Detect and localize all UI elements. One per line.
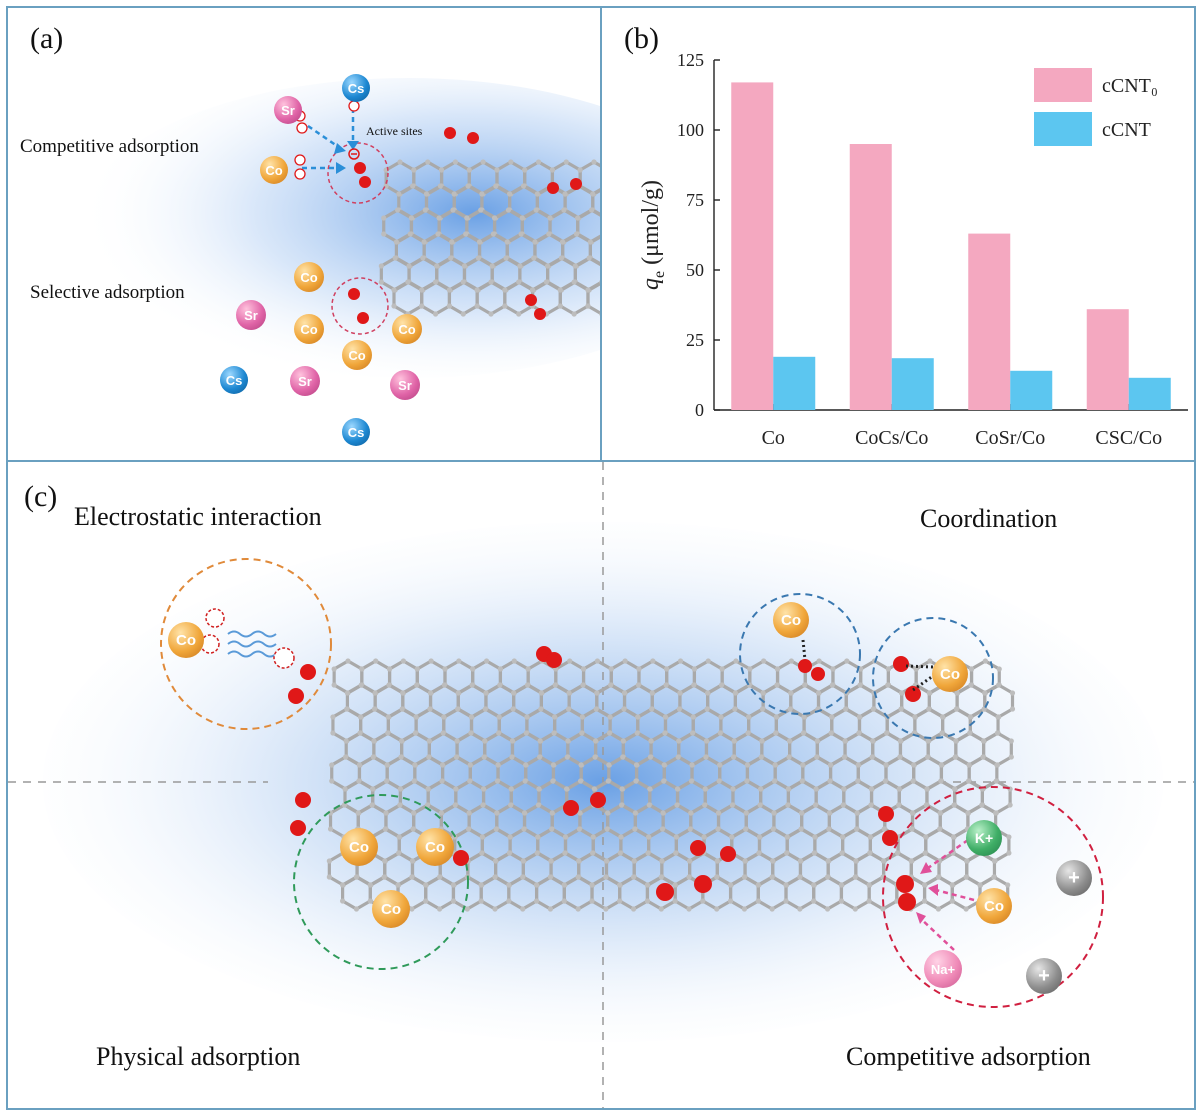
x-tick-label: CoCs/Co (855, 427, 928, 449)
y-tick-label: 25 (686, 330, 704, 350)
panel-a-graphics (78, 78, 600, 378)
x-tick-label: CSC/Co (1095, 427, 1162, 449)
y-tick-label: 75 (686, 190, 704, 210)
ion-co: Co (168, 622, 204, 658)
active-sites-label: Active sites (366, 124, 423, 138)
bar-ccnt (1010, 370, 1053, 410)
bar-ccnt (773, 356, 816, 410)
ion-sr: Sr (236, 300, 266, 330)
panel-c-label: (c) (24, 480, 58, 513)
bar-chart: 0 25 50 75 100 125 qe (μmol/g) Co CoCs/Co CoSr/Co… (638, 50, 1188, 449)
bar-ccnt (1128, 377, 1171, 410)
glow (78, 78, 600, 378)
ion-sr: Sr (274, 96, 302, 124)
coordination-bonds (801, 639, 934, 692)
interaction-waves (227, 630, 277, 658)
panel-b: (b) 0 25 50 75 100 125 qe (μmol/g) Co CoCs/Co CoS… (600, 6, 1196, 462)
panel-c: (c) Electrostatic interaction Coordinati… (6, 460, 1196, 1110)
bar-ccnt0 (968, 233, 1011, 410)
panel-a: (a) Competitive adsorption Selective ads… (6, 6, 602, 462)
legend-swatch (1034, 112, 1092, 146)
competitive-adsorption-circle (882, 786, 1104, 1008)
charges-c (200, 608, 295, 669)
ion-na: Na+ (924, 950, 962, 988)
legend-swatch (1034, 68, 1092, 102)
y-tick-label: 125 (677, 50, 704, 70)
oxygen-groups-a (348, 127, 582, 324)
coordination-circle-2 (872, 617, 994, 739)
ion-co: Co (416, 828, 454, 866)
bar-ccnt0 (731, 82, 774, 411)
ion-sr: Sr (390, 370, 420, 400)
negative-charge (348, 148, 360, 160)
y-axis-label: qe (μmol/g) (638, 180, 668, 290)
electrostatic-interaction-label: Electrostatic interaction (74, 502, 322, 531)
oxygen-groups-c (288, 646, 921, 911)
bar-ccnt0 (849, 144, 892, 410)
panel-c-graphics (8, 462, 1194, 1108)
nanotube-a (378, 159, 600, 317)
bar-ccnt (891, 358, 934, 410)
ion-sr: Sr (290, 366, 320, 396)
x-tick-label: Co (762, 427, 785, 449)
ion-co: Co (932, 656, 968, 692)
active-site-circle (327, 142, 389, 204)
legend-label: cCNT₀ (1102, 75, 1158, 97)
competitive-adsorption-label: Competitive adsorption (20, 136, 199, 157)
x-tick-label: CoSr/Co (975, 427, 1045, 449)
y-tick-label: 0 (695, 400, 704, 420)
ion-co: Co (294, 262, 324, 292)
ion-co: Co (294, 314, 324, 344)
generic-cation: + (1026, 958, 1062, 994)
competitive-adsorption-label-c: Competitive adsorption (846, 1042, 1091, 1071)
coordination-label: Coordination (920, 504, 1058, 533)
ion-cs: Cs (220, 366, 248, 394)
panel-a-label: (a) (30, 22, 64, 55)
ion-co: Co (392, 314, 422, 344)
ion-k: K+ (966, 820, 1002, 856)
attraction-arrows (302, 108, 359, 174)
ion-cs: Cs (342, 418, 370, 446)
ion-co: Co (372, 890, 410, 928)
y-tick-label: 50 (686, 260, 704, 280)
bar-ccnt0 (1086, 309, 1129, 410)
legend-label: cCNT (1102, 119, 1151, 141)
coordination-circle-1 (739, 593, 861, 715)
selective-site-circle (331, 277, 389, 335)
electrostatic-circle (160, 558, 332, 730)
competitive-arrows (916, 838, 975, 951)
selective-adsorption-label: Selective adsorption (30, 282, 185, 303)
ion-co: Co (976, 888, 1012, 924)
ion-co: Co (260, 156, 288, 184)
ion-co: Co (340, 828, 378, 866)
ion-co: Co (773, 602, 809, 638)
generic-cation: + (1056, 860, 1092, 896)
physical-adsorption-circle (293, 794, 469, 970)
y-tick-label: 100 (677, 120, 704, 140)
physical-adsorption-label: Physical adsorption (96, 1042, 301, 1071)
ion-cs: Cs (342, 74, 370, 102)
ion-co: Co (342, 340, 372, 370)
panel-b-label: (b) (624, 22, 659, 55)
ion-na-text: Na+ (930, 961, 956, 977)
